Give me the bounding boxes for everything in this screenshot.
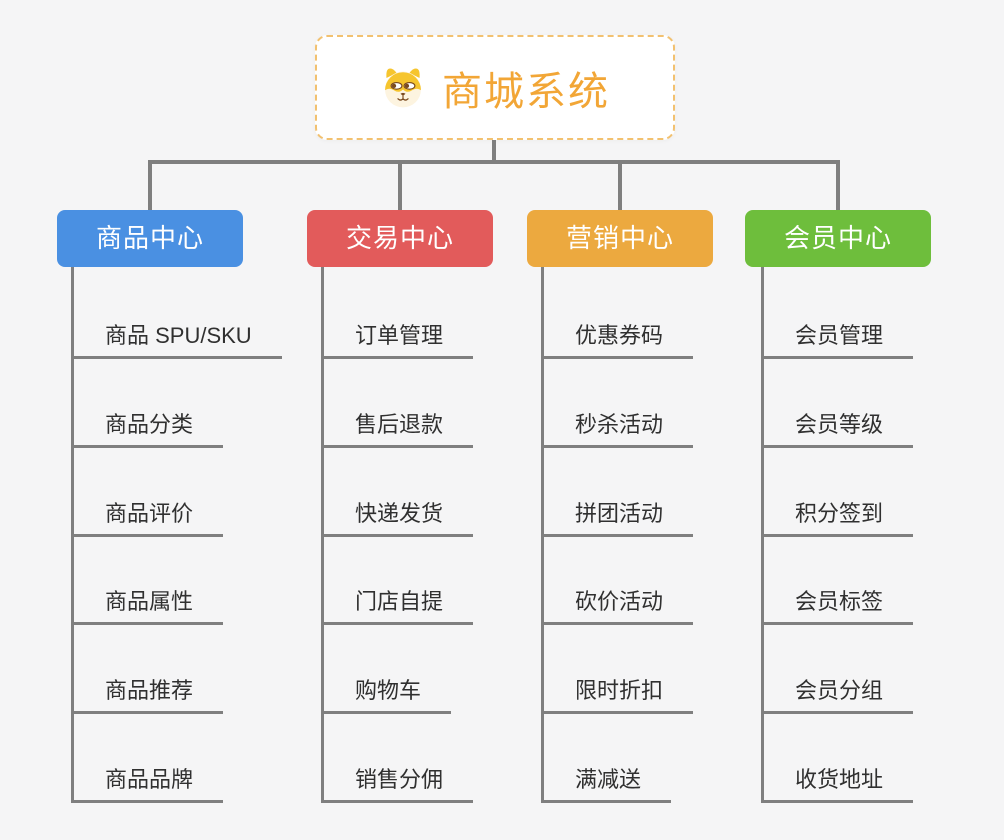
- branch-box-product-center[interactable]: 商品中心: [57, 210, 243, 267]
- leaf-item[interactable]: 收货地址: [761, 763, 914, 803]
- leaf-item[interactable]: 限时折扣: [541, 674, 694, 715]
- leaf-item[interactable]: 秒杀活动: [541, 408, 694, 448]
- branch-box-marketing-center[interactable]: 营销中心: [527, 210, 713, 267]
- leaf-item[interactable]: 商品分类: [71, 408, 224, 448]
- leaf-item[interactable]: 商品评价: [71, 497, 224, 537]
- branch-box-member-center[interactable]: 会员中心: [745, 210, 931, 267]
- leaf-item[interactable]: 会员分组: [761, 674, 914, 715]
- leaf-item[interactable]: 砍价活动: [541, 585, 694, 626]
- leaf-item[interactable]: 购物车: [321, 674, 452, 715]
- connector-root-stem: [492, 140, 496, 162]
- leaf-item[interactable]: 商品 SPU/SKU: [71, 319, 282, 359]
- leaf-item[interactable]: 商品推荐: [71, 674, 224, 715]
- leaf-item[interactable]: 拼团活动: [541, 497, 694, 537]
- root-title: 商城系统: [442, 69, 610, 114]
- connector-bus: [148, 160, 840, 164]
- leaf-item[interactable]: 快递发货: [321, 497, 474, 537]
- leaf-item[interactable]: 满减送: [541, 763, 672, 803]
- connector-drop: [618, 160, 622, 210]
- leaf-item[interactable]: 会员管理: [761, 319, 914, 359]
- leaf-item[interactable]: 商品品牌: [71, 763, 224, 803]
- leaf-item[interactable]: 订单管理: [321, 319, 474, 359]
- connector-drop: [398, 160, 402, 210]
- leaf-item[interactable]: 销售分佣: [321, 763, 474, 803]
- leaf-item[interactable]: 商品属性: [71, 585, 224, 626]
- connector-drop: [148, 160, 152, 210]
- leaf-item[interactable]: 售后退款: [321, 408, 474, 448]
- connector-drop: [836, 160, 840, 210]
- leaf-item[interactable]: 优惠券码: [541, 319, 694, 359]
- leaf-item[interactable]: 会员标签: [761, 585, 914, 626]
- leaf-item[interactable]: 门店自提: [321, 585, 474, 626]
- leaf-item[interactable]: 积分签到: [761, 497, 914, 537]
- branch-box-trade-center[interactable]: 交易中心: [307, 210, 493, 267]
- leaf-item[interactable]: 会员等级: [761, 408, 914, 448]
- root-node[interactable]: 商城系统: [315, 35, 675, 140]
- dog-face-icon: [385, 68, 421, 107]
